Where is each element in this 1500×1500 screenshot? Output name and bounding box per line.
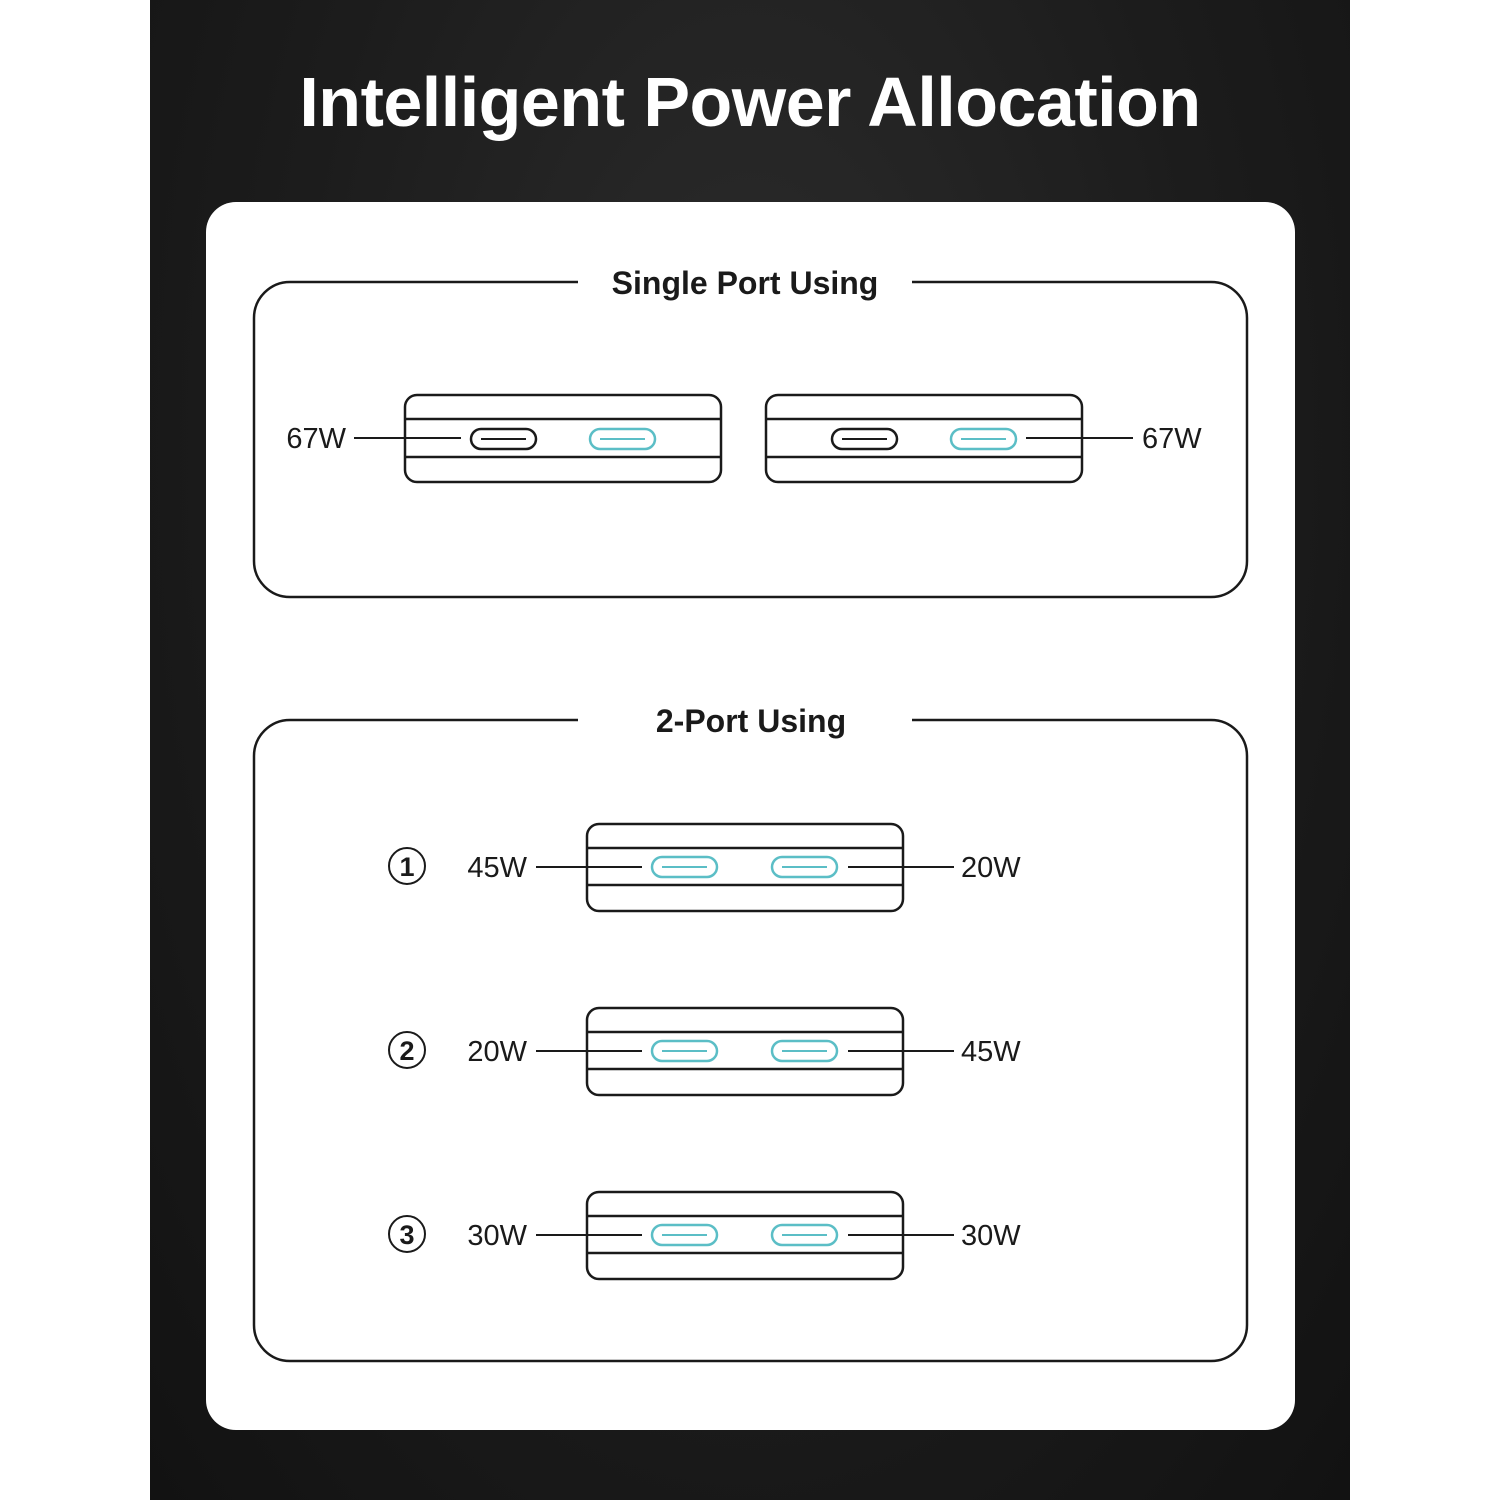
usb-c-port-icon [650, 855, 719, 879]
circled-number [388, 1031, 426, 1069]
usb-c-port-icon [650, 1223, 719, 1247]
two-port-frame [252, 718, 1249, 1363]
usb-c-port-icon [770, 855, 839, 879]
config-row-1: 1 45W 20W [388, 822, 1021, 913]
two-port-title: 2-Port Using [656, 703, 846, 739]
usb-c-port-icon [770, 1223, 839, 1247]
usb-c-port-icon [469, 427, 538, 451]
wattage-label: 67W [1142, 423, 1202, 455]
usb-c-port-icon [650, 1039, 719, 1063]
left-wattage: 20W [467, 1036, 527, 1068]
usb-c-port-icon [949, 427, 1018, 451]
config-number: 3 [399, 1220, 414, 1250]
single-port-frame [252, 280, 1249, 599]
config-row-3: 3 30W 30W [388, 1190, 1021, 1281]
page-title: Intelligent Power Allocation [299, 63, 1201, 141]
usb-c-port-icon [770, 1039, 839, 1063]
usb-c-port-icon [830, 427, 899, 451]
charger-device [403, 393, 723, 484]
circled-number [388, 847, 426, 885]
two-port-section: 2-Port Using 1 45W 20W [252, 703, 1249, 1363]
right-wattage: 45W [961, 1036, 1021, 1068]
left-wattage: 30W [467, 1220, 527, 1252]
wattage-label: 67W [286, 423, 346, 455]
circled-number [388, 1215, 426, 1253]
single-port-title: Single Port Using [612, 265, 879, 301]
config-row-2: 2 20W 45W [388, 1006, 1021, 1097]
left-wattage: 45W [467, 852, 527, 884]
right-wattage: 30W [961, 1220, 1021, 1252]
charger-device [764, 393, 1084, 484]
config-number: 2 [399, 1036, 414, 1066]
usb-c-port-icon [588, 427, 657, 451]
single-port-section: Single Port Using 67W [252, 265, 1249, 599]
right-wattage: 20W [961, 852, 1021, 884]
config-number: 1 [399, 852, 414, 882]
